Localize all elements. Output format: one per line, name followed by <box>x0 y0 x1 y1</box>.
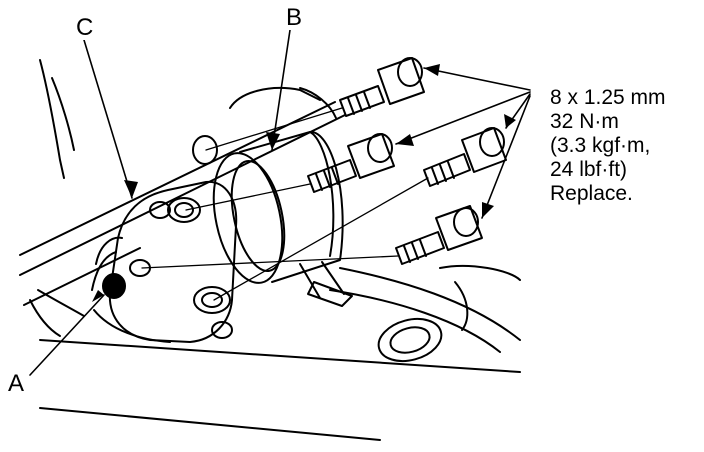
leader-arrowheads <box>92 64 516 302</box>
suspension-outline <box>29 59 337 337</box>
hub-bearing-body <box>212 130 353 307</box>
bolt-middle-left <box>307 133 395 193</box>
callout-label-b: B <box>286 4 303 31</box>
frame-rails <box>19 101 346 306</box>
bolt-top <box>339 57 425 117</box>
drive-shaft <box>329 264 521 363</box>
spec-torque-kgf: (3.3 kgf·m, <box>550 134 651 157</box>
sensor-connector <box>102 273 126 299</box>
callout-label-c: C <box>76 14 94 41</box>
hub-flange <box>91 135 238 343</box>
bolt-middle-right <box>423 127 507 187</box>
bolt-bottom <box>395 205 483 265</box>
spec-torque-lbf: 24 lbf·ft) <box>550 158 628 181</box>
spec-torque-nm: 32 N·m <box>550 110 619 133</box>
leader-lines <box>29 29 531 376</box>
callout-label-a: A <box>8 370 25 397</box>
bolt-axis-lines <box>141 107 429 301</box>
spec-size: 8 x 1.25 mm <box>550 86 666 109</box>
spec-replace-note: Replace. <box>550 182 633 205</box>
ground-lines <box>39 339 521 441</box>
bolt-spec-note: 8 x 1.25 mm 32 N·m (3.3 kgf·m, 24 lbf·ft… <box>550 86 666 206</box>
